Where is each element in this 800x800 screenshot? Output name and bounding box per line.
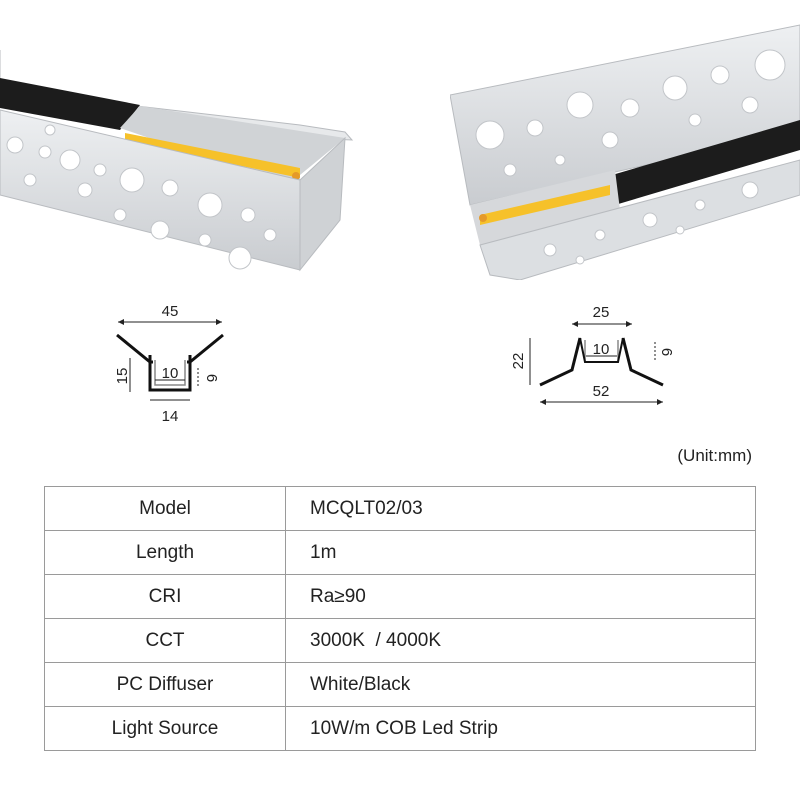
cross-section-diagram-right: 25 10 22 6 52 <box>500 300 675 410</box>
spec-label: PC Diffuser <box>44 662 286 707</box>
spec-value: MCQLT02/03 <box>285 486 756 531</box>
table-row: PC Diffuser White/Black <box>44 662 756 707</box>
dim-height: 22 <box>510 353 527 370</box>
spec-label: CRI <box>44 574 286 619</box>
spec-value: 1m <box>285 530 756 575</box>
dim-inner-width: 10 <box>162 365 179 382</box>
spec-value: 10W/m COB Led Strip <box>285 706 756 751</box>
spec-label: CCT <box>44 618 286 663</box>
dim-inner-depth: 6 <box>203 374 220 382</box>
dim-bottom-width: 14 <box>162 408 179 425</box>
table-row: CRI Ra≥90 <box>44 574 756 619</box>
dim-height: 15 <box>114 368 131 385</box>
table-row: CCT 3000K / 4000K <box>44 618 756 663</box>
dim-top-width: 25 <box>593 304 610 321</box>
spec-label: Model <box>44 486 286 531</box>
dim-top-width: 45 <box>162 303 179 320</box>
spec-label: Length <box>44 530 286 575</box>
cross-section-diagram-left: 45 10 15 6 14 <box>95 300 245 430</box>
table-row: Model MCQLT02/03 <box>44 486 756 531</box>
table-row: Length 1m <box>44 530 756 575</box>
product-photo-left <box>0 20 360 290</box>
dim-bottom-width: 52 <box>593 383 610 400</box>
spec-table: Model MCQLT02/03 Length 1m CRI Ra≥90 CCT… <box>44 486 756 751</box>
spec-value: 3000K / 4000K <box>285 618 756 663</box>
spec-value: Ra≥90 <box>285 574 756 619</box>
spec-value: White/Black <box>285 662 756 707</box>
unit-note: (Unit:mm) <box>677 446 752 465</box>
product-photo-right <box>450 20 800 280</box>
spec-label: Light Source <box>44 706 286 751</box>
table-row: Light Source 10W/m COB Led Strip <box>44 706 756 751</box>
dim-inner-depth: 6 <box>658 348 675 356</box>
dim-inner-width: 10 <box>593 341 610 358</box>
